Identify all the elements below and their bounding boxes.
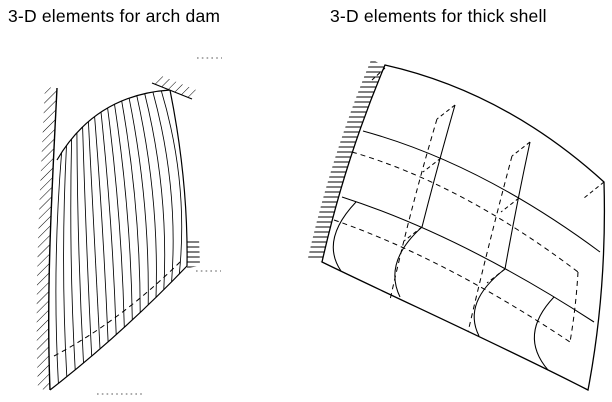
dam-mesh-line bbox=[128, 98, 149, 306]
shell-hidden-line bbox=[467, 155, 513, 333]
dam-mesh-line bbox=[76, 132, 84, 364]
shell-grid-line bbox=[504, 141, 531, 270]
thick-shell-title: 3-D elements for thick shell bbox=[330, 6, 547, 26]
thick-shell-figure bbox=[308, 60, 606, 391]
dam-mesh-line bbox=[114, 104, 133, 321]
shell-outline bbox=[321, 64, 606, 391]
dam-mesh-line bbox=[70, 138, 76, 370]
dam-mesh-line bbox=[160, 90, 183, 275]
shell-front-arc bbox=[533, 296, 555, 371]
dam-mesh-line bbox=[87, 121, 101, 350]
shell-support-hatching bbox=[308, 60, 385, 262]
dam-mesh-line bbox=[100, 112, 117, 335]
dam-bottom-edge bbox=[49, 265, 188, 391]
dam-topright-support-line bbox=[151, 82, 193, 100]
shell-grid-line bbox=[341, 196, 595, 323]
shell-thickness-edge bbox=[486, 268, 506, 284]
arch-dam-title: 3-D elements for arch dam bbox=[8, 6, 221, 26]
arch-dam-figure bbox=[36, 57, 222, 395]
dam-mesh-line bbox=[121, 100, 141, 313]
dam-mesh-lines bbox=[55, 90, 183, 384]
dam-mesh-line bbox=[94, 116, 109, 342]
shell-thickness-edge bbox=[422, 157, 442, 173]
dam-rightmid-support-hatching bbox=[186, 238, 200, 268]
shell-hidden-line bbox=[389, 118, 438, 301]
shell-thickness-edge bbox=[371, 67, 386, 81]
dam-topright-support-hatching bbox=[155, 74, 196, 99]
shell-hidden-line bbox=[333, 219, 571, 343]
shell-thickness-edge bbox=[511, 141, 531, 157]
dam-crest-edge bbox=[56, 89, 171, 161]
shell-hidden-line bbox=[351, 151, 579, 273]
shell-hidden-line bbox=[569, 271, 579, 343]
dam-mesh-line bbox=[144, 93, 166, 290]
dam-right-edge bbox=[169, 89, 188, 267]
dam-mesh-line bbox=[136, 95, 157, 298]
shell-front-arc bbox=[332, 201, 357, 272]
dam-left-support-hatching bbox=[36, 87, 57, 390]
dam-mesh-line bbox=[152, 91, 174, 282]
dam-mesh-line bbox=[63, 145, 68, 377]
shell-grid-line bbox=[421, 104, 456, 228]
dam-mesh-line bbox=[107, 107, 125, 328]
shell-front-arc bbox=[394, 226, 423, 298]
shell-thickness-edge bbox=[583, 181, 605, 199]
shell-front-arc bbox=[473, 268, 506, 337]
dam-mesh-line bbox=[82, 126, 93, 357]
dam-left-edge bbox=[47, 87, 58, 391]
shell-thickness-edge bbox=[436, 104, 456, 120]
shell-thickness-edge bbox=[500, 197, 520, 213]
shell-thickness-edge bbox=[403, 226, 423, 242]
shell-grid-line bbox=[362, 130, 601, 253]
dam-mesh-line bbox=[55, 152, 63, 384]
